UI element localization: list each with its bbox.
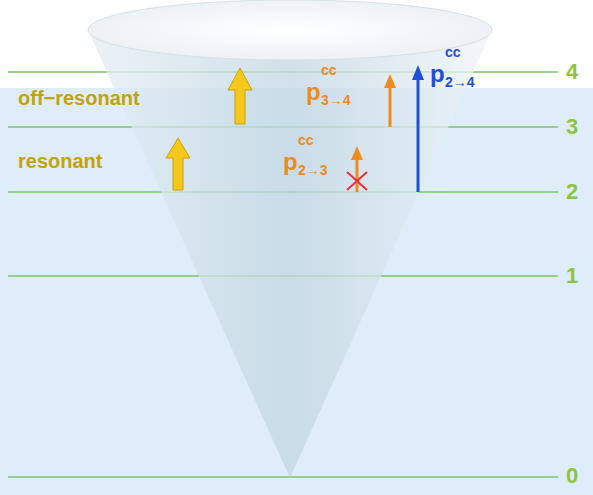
cone [88,0,492,478]
subscript: 2→4 [445,75,475,89]
superscript: cc [321,63,337,77]
level-number: 2 [566,181,578,203]
probability-symbol: p [306,80,321,104]
probability-symbol: p [430,62,445,86]
level-number: 4 [566,61,578,83]
level-number: 1 [566,265,578,287]
probability-symbol: p [283,150,298,174]
superscript: cc [298,133,314,147]
subscript: 2→3 [298,163,328,177]
transition-arrows [166,65,424,192]
transition-label: resonant [18,151,102,171]
level-number: 0 [566,465,578,487]
transition-label: off−resonant [18,88,140,108]
superscript: cc [445,45,461,59]
level-number: 3 [566,116,578,138]
subscript: 3→4 [321,93,351,107]
